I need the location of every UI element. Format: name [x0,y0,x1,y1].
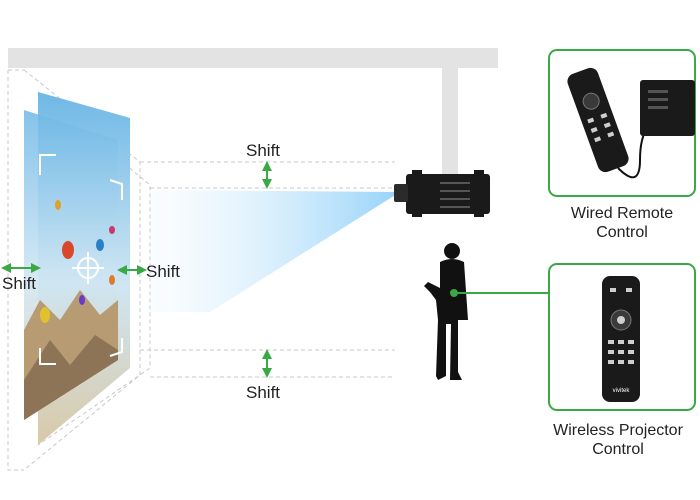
shift-label-right: Shift [146,262,181,281]
projector-side-icon [640,80,695,136]
ceiling-mount-pole [442,68,458,178]
focus-crosshair [72,252,104,284]
wired-remote-caption-line2: Control [596,224,648,241]
wired-remote-caption-line1: Wired Remote [570,205,674,222]
wired-remote-icon [567,67,629,173]
wired-remote-caption: Wired Remote Control [549,204,695,242]
ceiling-beam [8,48,498,68]
person-with-remote-silhouette [424,243,468,380]
projection-beam [150,190,400,312]
wireless-remote-caption: Wireless Projector Control [536,421,700,459]
hot-air-balloons [40,200,115,323]
projector-unit [394,170,490,217]
shift-label-top: Shift [246,141,281,160]
projected-screen [24,92,130,445]
shift-label-bottom: Shift [246,383,281,402]
wireless-remote-icon: vivitek [602,276,640,402]
screen-corner-brackets [39,154,123,365]
remote-logo: vivitek [613,388,631,394]
wireless-remote-caption-line2: Control [592,441,644,458]
wireless-remote-caption-line1: Wireless Projector [553,422,683,439]
shift-label-left: Shift [2,274,37,293]
